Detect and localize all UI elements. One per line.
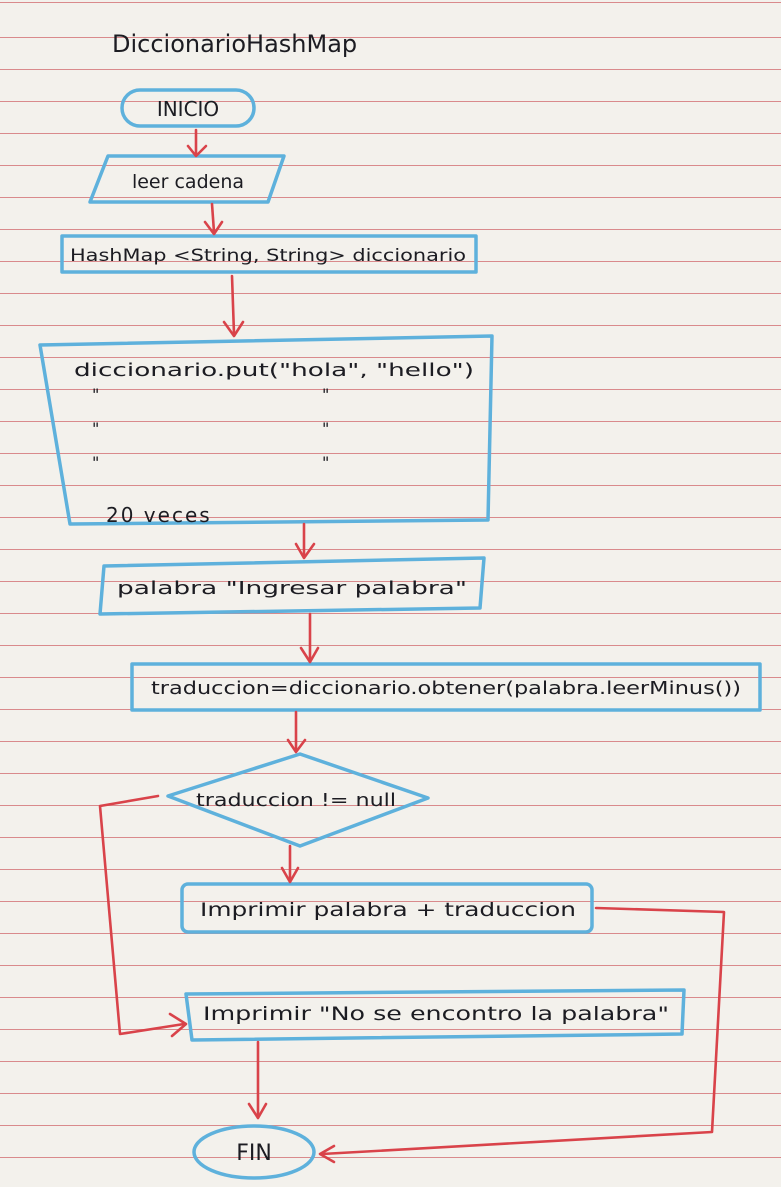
arrow-down (186, 128, 208, 158)
print-found-label: Imprimir palabra + traduccion (200, 899, 576, 921)
process-get-translation: traduccion=diccionario.obtener(palabra.l… (130, 662, 762, 712)
process-put-entries: diccionario.put("hola", "hello") " " " "… (38, 334, 494, 527)
arrow-down (247, 1040, 268, 1120)
decision-translation-not-null: traduccion != null (166, 752, 430, 848)
start-label: INICIO (157, 97, 219, 121)
decision-label: traduccion != null (196, 790, 396, 811)
get-translation-label: traduccion=diccionario.obtener(palabra.l… (151, 678, 741, 699)
arrow-else-branch (98, 794, 188, 1038)
hashmap-declaration-label: HashMap <String, String> diccionario (70, 246, 466, 266)
process-hashmap-declaration: HashMap <String, String> diccionario (60, 234, 478, 274)
arrow-down (286, 710, 307, 754)
ditto-mark-right: " (322, 385, 329, 404)
read-string-label: leer cadena (132, 171, 244, 193)
start-terminator: INICIO (120, 88, 256, 128)
palabra-input-label: palabra "Ingresar palabra" (117, 578, 467, 599)
input-read-string: leer cadena (88, 154, 286, 204)
arrow-down (294, 522, 316, 560)
ditto-mark-right: " (322, 419, 329, 438)
page-title: DiccionarioHashMap (112, 30, 357, 58)
arrow-found-to-end (318, 906, 726, 1164)
arrow-down (299, 612, 320, 664)
ditto-mark-left: " (92, 453, 99, 472)
arrow-down (222, 274, 245, 338)
ditto-mark-right: " (322, 453, 329, 472)
end-terminator: FIN (192, 1124, 316, 1180)
end-label: FIN (236, 1141, 272, 1166)
input-palabra: palabra "Ingresar palabra" (98, 556, 486, 616)
print-not-found-label: Imprimir "No se encontro la palabra" (203, 1003, 669, 1025)
ditto-mark-left: " (92, 419, 99, 438)
output-print-found: Imprimir palabra + traduccion (180, 882, 594, 934)
put-line-label: diccionario.put("hola", "hello") (74, 360, 474, 381)
ditto-mark-left: " (92, 385, 99, 404)
flow-arrows (98, 128, 726, 1164)
output-print-not-found: Imprimir "No se encontro la palabra" (184, 988, 686, 1042)
repeat-note: 20 veces (106, 503, 212, 527)
arrow-down (203, 202, 224, 236)
arrow-down (280, 844, 300, 884)
